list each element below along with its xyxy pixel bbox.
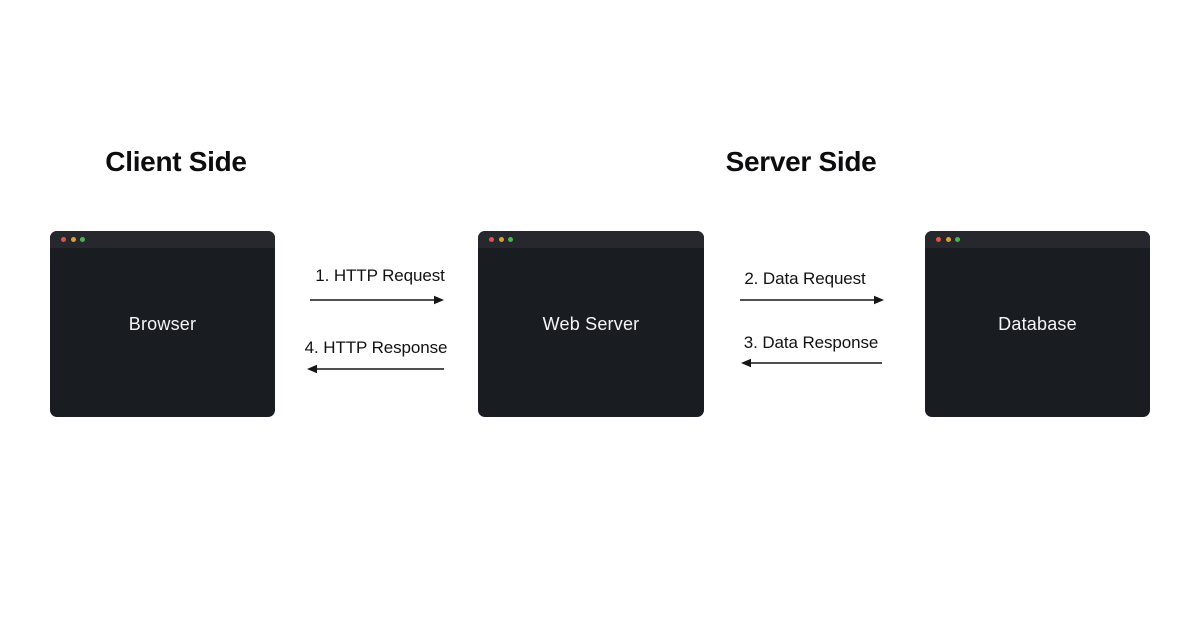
zoom-dot-icon: [955, 237, 960, 242]
zoom-dot-icon: [80, 237, 85, 242]
data-request-label: 2. Data Request: [744, 269, 866, 288]
browser-window: Browser: [50, 231, 275, 417]
http-response-left-arrow-icon: [307, 364, 444, 374]
minimize-dot-icon: [498, 237, 504, 242]
web-server-window: Web Server: [478, 231, 704, 417]
minimize-dot-icon: [945, 237, 951, 242]
http-response-label: 4. HTTP Response: [304, 338, 448, 357]
server-side-heading: Server Side: [725, 146, 877, 177]
window-titlebar: [478, 231, 704, 248]
data-response-left-arrow-icon: [741, 358, 882, 368]
data-request-right-arrow-icon: [740, 295, 884, 305]
zoom-dot-icon: [508, 237, 513, 242]
database-node-label: Database: [998, 313, 1077, 334]
browser-node-label: Browser: [128, 313, 197, 334]
close-dot-icon: [61, 237, 66, 242]
client-side-heading: Client Side: [105, 146, 247, 177]
close-dot-icon: [489, 237, 494, 242]
window-titlebar: [50, 231, 275, 248]
http-request-right-arrow-icon: [310, 295, 444, 305]
close-dot-icon: [936, 237, 941, 242]
window-titlebar: [925, 231, 1150, 248]
database-window: Database: [925, 231, 1150, 417]
data-response-label: 3. Data Response: [743, 333, 879, 352]
web-server-node-label: Web Server: [542, 313, 640, 334]
minimize-dot-icon: [70, 237, 76, 242]
http-request-label: 1. HTTP Request: [315, 266, 445, 285]
